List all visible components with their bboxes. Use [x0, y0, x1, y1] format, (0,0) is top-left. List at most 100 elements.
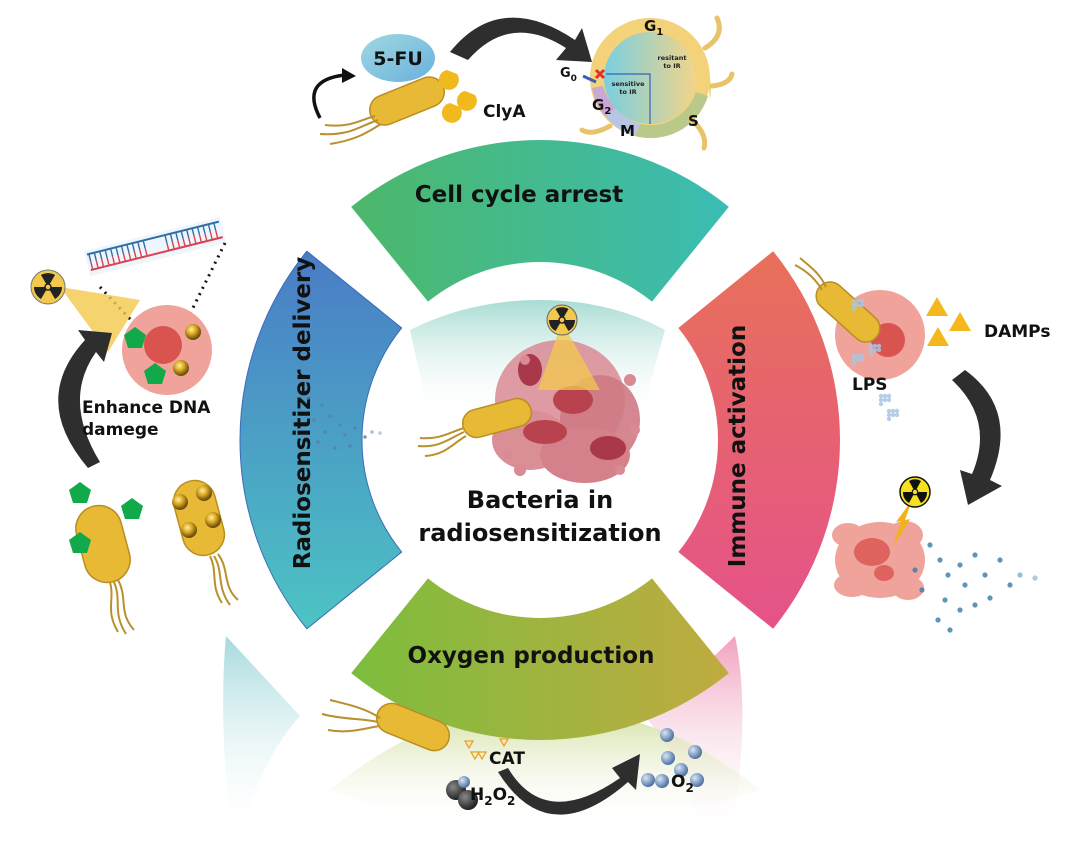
- oxygen-bubble: [674, 763, 688, 777]
- particle: [1032, 575, 1038, 581]
- center-title-line2: radiosensitization: [418, 519, 661, 547]
- g0-label: G0: [560, 66, 577, 84]
- particle: [935, 617, 941, 623]
- label-immune-activation: Immune activation: [725, 325, 751, 567]
- oxygen-bubble: [690, 773, 704, 787]
- bottom-panel: CAT H2O2 O2: [321, 699, 704, 815]
- lps-particle: [878, 393, 884, 399]
- particle: [972, 602, 978, 608]
- tumor-cell-left: [122, 305, 212, 395]
- lps-particle: [886, 408, 892, 414]
- radiation-symbol-right-icon: [899, 476, 931, 508]
- curved-arrow-bottom-icon: [498, 754, 640, 815]
- pentagon-icon: [124, 327, 146, 348]
- tumor-cluster: [492, 340, 640, 483]
- enhance-dna-damage-line2: damege: [82, 420, 159, 440]
- bacterium-center: [417, 397, 533, 457]
- radiation-symbol-left-icon: [30, 269, 66, 305]
- particle: [972, 552, 978, 558]
- oxygen-bubble: [660, 728, 674, 742]
- lps-particle: [859, 302, 865, 308]
- particle: [962, 582, 968, 588]
- svg-text:sensitive: sensitive: [612, 80, 646, 88]
- segment-radiosensitizer-delivery[interactable]: [239, 250, 403, 630]
- particle: [912, 567, 918, 573]
- lps-particle: [855, 353, 861, 359]
- top-panel: 5-FU ClyA G1 G2 M S resitant to I: [312, 15, 735, 151]
- particle: [333, 446, 337, 450]
- clya-pacman-icons: [438, 70, 477, 123]
- particle: [320, 403, 324, 407]
- cat-enzyme-icons: [463, 738, 510, 761]
- radiosensitizer-particles: [298, 396, 382, 450]
- lps-particle: [868, 347, 874, 353]
- radiation-beam-left: [60, 287, 140, 352]
- lps-particle: [894, 408, 900, 414]
- lps-particle: [894, 412, 900, 418]
- particle: [306, 396, 310, 400]
- clya-label: ClyA: [483, 102, 526, 122]
- particle: [1017, 572, 1023, 578]
- radiation-beam-center: [538, 322, 600, 390]
- lps-particle: [859, 357, 865, 363]
- five-fu-bubble: [361, 34, 435, 82]
- lps-particle: [882, 397, 888, 403]
- lps-particle: [890, 408, 896, 414]
- wheel: [239, 140, 841, 741]
- damps-label: DAMPs: [984, 322, 1050, 342]
- segment-oxygen-production[interactable]: [351, 578, 729, 741]
- enhance-dna-damage-line1: Enhance DNA: [82, 398, 211, 418]
- particle: [942, 597, 948, 603]
- segment-immune-activation[interactable]: [678, 251, 841, 629]
- dna-strand-icon: [84, 217, 227, 277]
- curved-arrow-large-top-icon: [450, 17, 592, 62]
- particle: [323, 430, 327, 434]
- lps-particle: [886, 393, 892, 399]
- particle: [987, 595, 993, 601]
- svg-text:G2: G2: [592, 96, 611, 117]
- lps-particle: [859, 298, 865, 304]
- segment-cell-cycle-arrest[interactable]: [351, 140, 729, 302]
- cat-label: CAT: [489, 749, 525, 769]
- lps-particle: [851, 361, 857, 367]
- curved-arrow-left-icon: [58, 330, 112, 468]
- curved-arrow-small-icon: [312, 73, 346, 119]
- particle: [1007, 582, 1013, 588]
- lps-particle: [872, 343, 878, 349]
- particle: [298, 408, 302, 412]
- h2o2-label: H2O2: [470, 785, 515, 808]
- o2-label: O2: [671, 772, 694, 795]
- oxygen-bubble: [655, 774, 669, 788]
- oxygen-bubble: [688, 745, 702, 759]
- h2o2-molecule-icon: [446, 776, 478, 810]
- lps-particle: [876, 347, 882, 353]
- g0-pointer: [582, 74, 597, 84]
- particle: [343, 433, 347, 437]
- particle: [997, 557, 1003, 563]
- lps-particle: [855, 357, 861, 363]
- center-illustration: [417, 304, 640, 483]
- particle: [945, 572, 951, 578]
- arrowhead-small: [342, 68, 356, 83]
- particle: [370, 430, 374, 434]
- particle: [312, 418, 316, 422]
- bacterium-pentagon-carrier: [69, 482, 143, 635]
- particle: [957, 562, 963, 568]
- lps-molecules: [851, 298, 900, 422]
- lps-particle: [882, 393, 888, 399]
- damps-triangles-icon: [926, 297, 971, 346]
- particle: [982, 572, 988, 578]
- oxygen-bubble: [641, 773, 655, 787]
- particle: [353, 426, 357, 430]
- reflection-left: [223, 636, 300, 840]
- svg-text:M: M: [620, 122, 635, 140]
- svg-text:S: S: [688, 112, 699, 130]
- particle: [947, 627, 953, 633]
- oxygen-bubbles: [641, 728, 704, 788]
- left-panel: Enhance DNA damege: [30, 217, 382, 635]
- pentagon-icon: [69, 532, 91, 553]
- lps-particle: [876, 343, 882, 349]
- particle: [937, 557, 943, 563]
- lps-particle: [855, 302, 861, 308]
